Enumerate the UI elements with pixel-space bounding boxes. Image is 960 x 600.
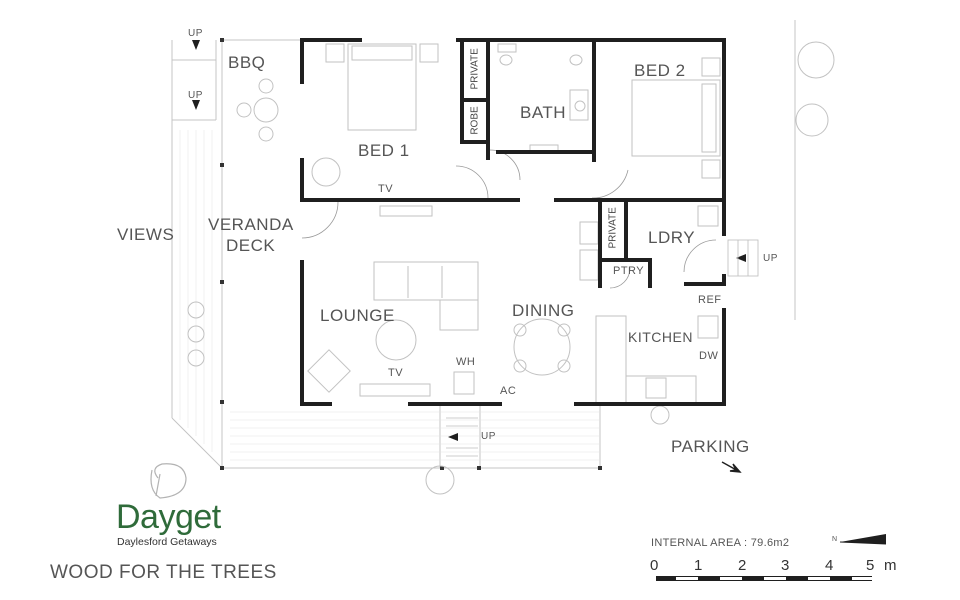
room-label-lounge: LOUNGE: [320, 306, 395, 325]
stair-label-up-4: UP: [481, 431, 496, 442]
room-label-bbq: BBQ: [228, 53, 266, 72]
stairs-bottom: [446, 417, 478, 457]
internal-area: INTERNAL AREA : 79.6m2: [651, 537, 790, 549]
brand-tagline: Daylesford Getaways: [117, 536, 217, 548]
fixture-label-ac: AC: [500, 385, 517, 397]
fixture-label-tv-lounge: TV: [388, 367, 404, 379]
room-label-private-ldry: PRIVATE: [607, 207, 619, 249]
room-label-ldry: LDRY: [648, 228, 696, 247]
scale-unit: m: [884, 557, 897, 574]
parking-label: PARKING: [671, 437, 750, 456]
brand-name: Dayget: [116, 498, 221, 536]
north-arrow-icon: [839, 534, 887, 545]
fixture-label-dw: DW: [699, 350, 719, 362]
door-swings: [301, 149, 717, 289]
scale-tick-2: 2: [738, 557, 747, 574]
room-label-robe: ROBE: [469, 106, 481, 135]
north-label: N: [832, 536, 838, 543]
room-label-bath: BATH: [520, 103, 567, 122]
room-label-bed2: BED 2: [634, 61, 686, 80]
scale-tick-3: 3: [781, 557, 790, 574]
room-label-ptry: PTRY: [613, 265, 645, 277]
fixture-label-wh: WH: [456, 356, 476, 368]
scale-tick-5: 5: [866, 557, 875, 574]
stair-label-up-1: UP: [188, 28, 203, 39]
fixture-label-tv-bed1: TV: [378, 183, 394, 195]
room-label-veranda: VERANDA: [208, 215, 294, 234]
fixture-label-ref: REF: [698, 294, 722, 306]
room-label-private-bed: PRIVATE: [469, 48, 481, 90]
scale-tick-4: 4: [825, 557, 834, 574]
stair-label-up-3: UP: [763, 253, 778, 264]
stair-label-up-2: UP: [188, 90, 203, 101]
room-label-kitchen: KITCHEN: [628, 329, 693, 345]
room-label-bed1: BED 1: [358, 141, 410, 160]
deck-outline: [171, 20, 796, 469]
scale-bar: [656, 576, 872, 581]
stairs-right: [727, 239, 759, 277]
walls: [300, 38, 726, 406]
room-label-deck: DECK: [226, 236, 276, 255]
logo-mark: [150, 463, 187, 499]
scale-tick-0: 0: [650, 557, 659, 574]
room-label-dining: DINING: [512, 301, 575, 320]
stair-arrows: [192, 40, 746, 441]
scale-tick-1: 1: [694, 557, 703, 574]
views-label: VIEWS: [117, 225, 175, 244]
project-title: WOOD FOR THE TREES: [50, 562, 277, 583]
furniture: [187, 41, 835, 495]
deck-boards: [179, 130, 600, 461]
deck-posts: [220, 38, 602, 470]
parking-arrow: [721, 461, 742, 473]
